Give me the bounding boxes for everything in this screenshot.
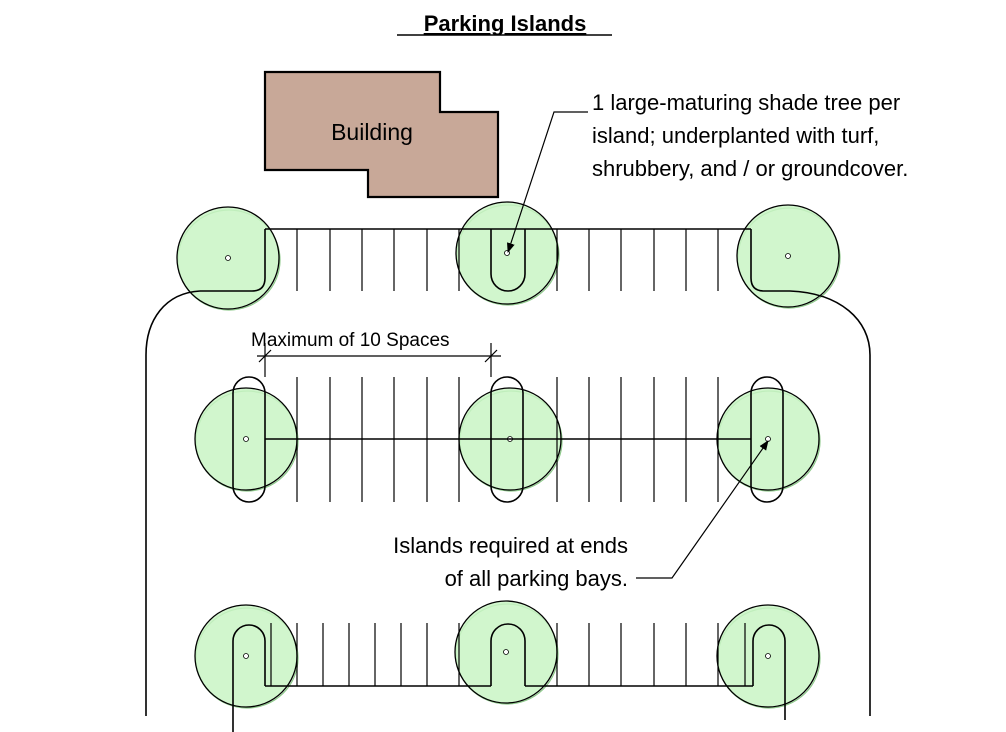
diagram-title: Parking Islands	[424, 11, 587, 36]
tree-trunk	[785, 253, 791, 259]
top-left-island-curb	[200, 229, 266, 292]
tree-trunk	[765, 653, 771, 659]
callout-tree-line-1: 1 large-maturing shade tree per	[592, 90, 900, 115]
tree-trunk	[765, 436, 771, 442]
tree-trunk	[225, 255, 231, 261]
building-label: Building	[331, 119, 413, 145]
callout-tree-leader-arrow	[507, 111, 588, 253]
callout-tree-line-2: island; underplanted with turf,	[592, 123, 879, 148]
dimension-tick-right	[484, 349, 498, 363]
middle-right-island-curb	[750, 376, 784, 503]
shade-tree	[736, 204, 841, 309]
shade-tree	[176, 206, 281, 311]
bottom-center-island-curb	[490, 623, 526, 686]
callout-islands-line-2: of all parking bays.	[445, 566, 628, 591]
middle-center-island-curb	[490, 376, 524, 503]
tree-trunk	[243, 653, 249, 659]
lot-boundary-left	[145, 290, 201, 716]
lot-boundary-right	[789, 290, 871, 716]
dimension-label: Maximum of 10 Spaces	[251, 330, 450, 351]
top-center-island-curb	[490, 229, 526, 292]
shade-tree	[194, 604, 299, 709]
shade-tree	[454, 600, 559, 705]
bottom-left-island-curb	[232, 624, 266, 732]
tree-trunk	[503, 649, 509, 655]
building	[263, 70, 500, 199]
callout-islands-line-1: Islands required at ends	[393, 533, 628, 558]
shade-tree	[455, 201, 560, 306]
tree-trunk	[243, 436, 249, 442]
dimension-tick-left	[258, 349, 272, 363]
top-right-island-curb	[750, 229, 790, 292]
bottom-right-island-curb	[752, 624, 786, 720]
callout-islands-leader-arrow	[636, 440, 769, 579]
callout-tree-line-3: shrubbery, and / or groundcover.	[592, 156, 908, 181]
middle-left-island-curb	[232, 376, 266, 503]
shade-tree	[716, 604, 821, 709]
